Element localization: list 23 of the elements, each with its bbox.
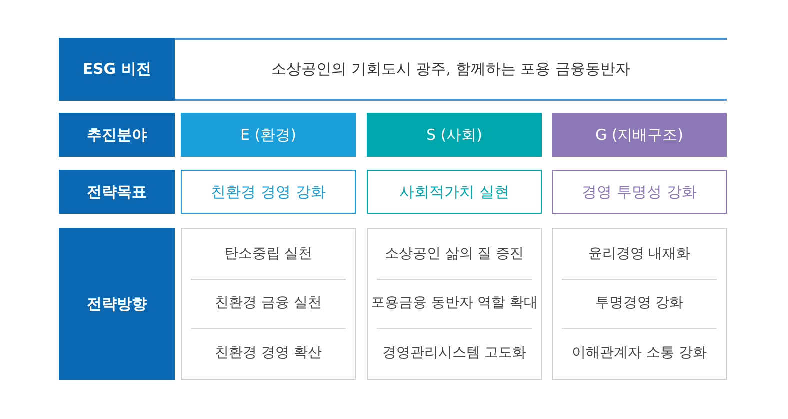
list-item: 친환경 금융 실천 — [215, 294, 322, 312]
direction-box — [181, 228, 356, 380]
vision-statement: 소상공인의 기회도시 광주, 함께하는 포용 금융동반자 — [175, 38, 727, 101]
pillar-box: E (환경) — [181, 113, 356, 157]
row-header: ESG 비전 — [59, 38, 175, 101]
list-item: 윤리경영 내재화 — [588, 244, 691, 263]
goal-box: 경영 투명성 강화 — [552, 170, 727, 214]
list-item: 포용금융 동반자 역할 확대 — [370, 294, 538, 312]
list-item: 탄소중립 실천 — [224, 244, 313, 263]
direction-box — [367, 228, 542, 380]
list-item: 소상공인 삶의 질 증진 — [384, 244, 524, 263]
list-item: 경영관리시스템 고도화 — [382, 344, 527, 362]
pillar-box: S (사회) — [367, 113, 542, 157]
row-header: 전략방향 — [59, 228, 175, 380]
row-header: 전략목표 — [59, 170, 175, 214]
row-header: 추진분야 — [59, 113, 175, 157]
pillar-box: G (지배구조) — [552, 113, 727, 157]
direction-box — [552, 228, 727, 380]
list-item: 투명경영 강화 — [595, 294, 684, 312]
goal-box: 친환경 경영 강화 — [181, 170, 356, 214]
list-item: 이해관계자 소통 강화 — [572, 344, 707, 362]
goal-box: 사회적가치 실현 — [367, 170, 542, 214]
list-item: 친환경 경영 확산 — [215, 344, 322, 362]
